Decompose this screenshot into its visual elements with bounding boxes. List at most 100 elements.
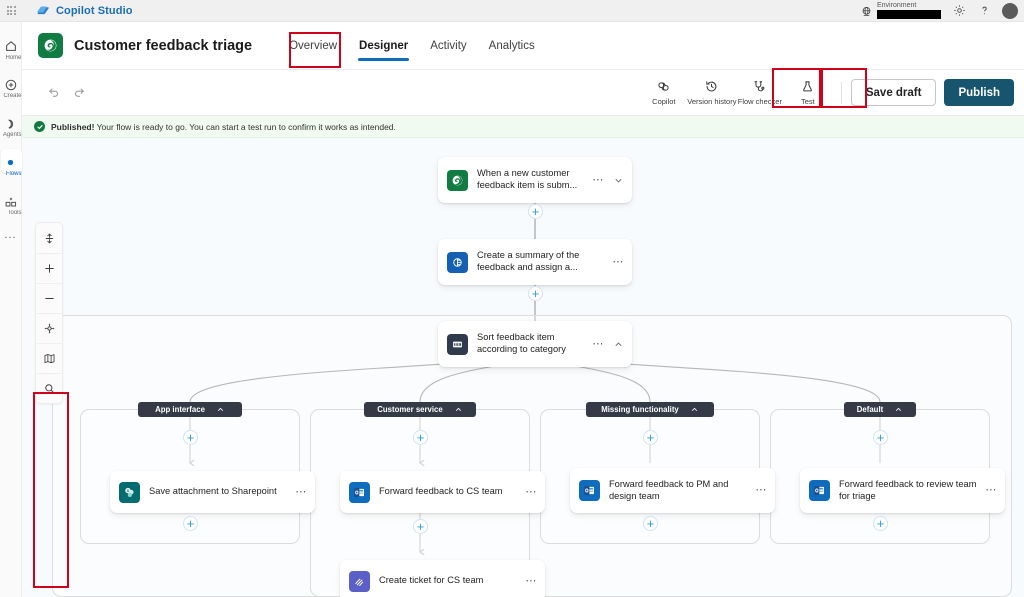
add-step-button[interactable]: + (183, 430, 198, 445)
flow-node-title: Forward feedback to CS team (379, 486, 503, 497)
account-avatar[interactable] (1002, 2, 1018, 19)
globe-icon (861, 6, 872, 17)
copilot-studio-logo-icon (36, 4, 50, 18)
sidebar-item-agents[interactable]: Agents (0, 110, 22, 144)
sidebar-item-label: Home (5, 54, 22, 61)
test-label: Test (800, 97, 815, 106)
gear-icon[interactable] (952, 4, 966, 18)
flask-icon (800, 79, 815, 94)
test-button[interactable]: Test (784, 76, 832, 109)
environment-value-redacted (877, 10, 941, 19)
chevron-up-icon[interactable] (216, 405, 225, 414)
history-clock-icon (704, 79, 719, 94)
outlook-icon (349, 481, 370, 503)
zoom-in-icon[interactable] (35, 253, 63, 283)
add-step-button[interactable]: + (873, 516, 888, 531)
sidebar-item-flows[interactable]: Flows (0, 149, 22, 183)
undo-icon[interactable] (40, 80, 66, 106)
redo-icon[interactable] (66, 80, 92, 106)
flow-node-forward-pm-design[interactable]: Forward feedback to PM and design team ⋯ (570, 468, 775, 513)
minimap-icon[interactable] (35, 343, 63, 373)
add-step-button[interactable]: + (413, 519, 428, 534)
add-step-button[interactable]: + (528, 286, 543, 301)
flow-node-overflow-icon[interactable]: ⋯ (295, 485, 307, 498)
flow-node-title: Sort feedback item according to category (477, 332, 566, 354)
flow-node-title: Save attachment to Sharepoint (149, 486, 277, 497)
sidebar-item-label: Tools (7, 210, 22, 216)
flow-node-overflow-icon[interactable]: ⋯ (592, 173, 604, 186)
sidebar-item-home[interactable]: Home (0, 32, 22, 66)
flow-tabs: Overview Designer Activity Analytics (278, 22, 546, 70)
plus-circle-icon (4, 77, 18, 92)
toolbar-divider (840, 81, 842, 104)
tab-designer[interactable]: Designer (348, 22, 419, 70)
branch-label-app-interface[interactable]: App interface (138, 402, 242, 417)
flow-node-overflow-icon[interactable]: ⋯ (612, 255, 624, 268)
published-banner: Published! Your flow is ready to go. You… (22, 116, 1024, 138)
add-step-button[interactable]: + (183, 516, 198, 531)
publish-button[interactable]: Publish (944, 79, 1014, 106)
fit-to-screen-icon[interactable] (35, 223, 63, 253)
chevron-up-icon[interactable] (613, 339, 624, 350)
copilot-button[interactable]: Copilot (640, 76, 688, 109)
flow-node-create-ticket[interactable]: Create ticket for CS team ⋯ (340, 560, 545, 597)
flow-node-switch[interactable]: Sort feedback item according to category… (438, 321, 632, 367)
add-step-button[interactable]: + (643, 516, 658, 531)
chevron-up-icon[interactable] (454, 405, 463, 414)
add-step-button[interactable]: + (528, 204, 543, 219)
flow-node-summary[interactable]: Create a summary of the feedback and ass… (438, 239, 632, 285)
suite-header-actions: Environment (861, 0, 1024, 22)
suite-header: Copilot Studio Environment (0, 0, 1024, 22)
version-history-button[interactable]: Version history (687, 76, 736, 109)
flow-node-overflow-icon[interactable]: ⋯ (592, 337, 604, 350)
save-draft-button[interactable]: Save draft (850, 79, 937, 106)
add-step-button[interactable]: + (643, 430, 658, 445)
tab-activity[interactable]: Activity (430, 39, 467, 52)
branch-label-text: App interface (155, 405, 205, 414)
main-pane: Customer feedback triage Overview Design… (22, 22, 1024, 597)
app-launcher-icon[interactable] (0, 0, 22, 22)
help-icon[interactable] (977, 4, 991, 18)
ai-builder-icon (447, 251, 468, 273)
environment-picker[interactable]: Environment (861, 2, 941, 19)
flow-node-overflow-icon[interactable]: ⋯ (985, 484, 997, 496)
brand[interactable]: Copilot Studio (36, 4, 133, 18)
chevron-down-icon[interactable] (613, 175, 624, 186)
flow-node-title: When a new customer feedback item is sub… (477, 168, 578, 190)
flow-node-save-attachment[interactable]: S Save attachment to Sharepoint ⋯ (110, 471, 315, 513)
branch-label-default[interactable]: Default (844, 402, 916, 417)
tab-overview[interactable]: Overview (289, 39, 338, 52)
sidebar-item-tools[interactable]: Tools (0, 188, 22, 222)
chevron-up-icon[interactable] (690, 405, 699, 414)
branch-label-text: Customer service (377, 405, 443, 414)
published-banner-text: Published! Your flow is ready to go. You… (51, 122, 396, 132)
chevron-up-icon[interactable] (894, 405, 903, 414)
flow-canvas[interactable]: When a new customer feedback item is sub… (22, 138, 1024, 597)
add-step-button[interactable]: + (413, 430, 428, 445)
branch-label-text: Default (856, 405, 884, 414)
flow-node-overflow-icon[interactable]: ⋯ (525, 574, 537, 587)
canvas-toolbar (35, 222, 63, 404)
outlook-icon (809, 480, 830, 501)
branch-label-text: Missing functionality (601, 405, 679, 414)
tab-analytics[interactable]: Analytics (488, 39, 535, 52)
flow-icon (4, 155, 17, 170)
flow-checker-button[interactable]: Flow checker (736, 76, 784, 109)
add-step-button[interactable]: + (873, 430, 888, 445)
brand-name: Copilot Studio (56, 4, 133, 17)
flow-node-trigger[interactable]: When a new customer feedback item is sub… (438, 157, 632, 203)
zoom-out-icon[interactable] (35, 283, 63, 313)
command-bar-actions: Copilot Version history (640, 76, 1014, 109)
reset-view-icon[interactable] (35, 313, 63, 343)
switch-control-icon (447, 333, 468, 355)
branch-label-missing-functionality[interactable]: Missing functionality (586, 402, 714, 417)
flow-node-overflow-icon[interactable]: ⋯ (525, 485, 537, 498)
flow-node-forward-review[interactable]: Forward feedback to review team for tria… (800, 468, 1005, 513)
sidebar-overflow-icon[interactable]: ... (4, 229, 17, 241)
flow-node-title: Forward feedback to PM and design team (609, 478, 729, 501)
flow-node-overflow-icon[interactable]: ⋯ (755, 484, 767, 496)
branch-label-customer-service[interactable]: Customer service (364, 402, 476, 417)
search-icon[interactable] (35, 373, 63, 403)
sidebar-item-create[interactable]: Create (0, 71, 22, 105)
flow-node-forward-cs[interactable]: Forward feedback to CS team ⋯ (340, 471, 545, 513)
